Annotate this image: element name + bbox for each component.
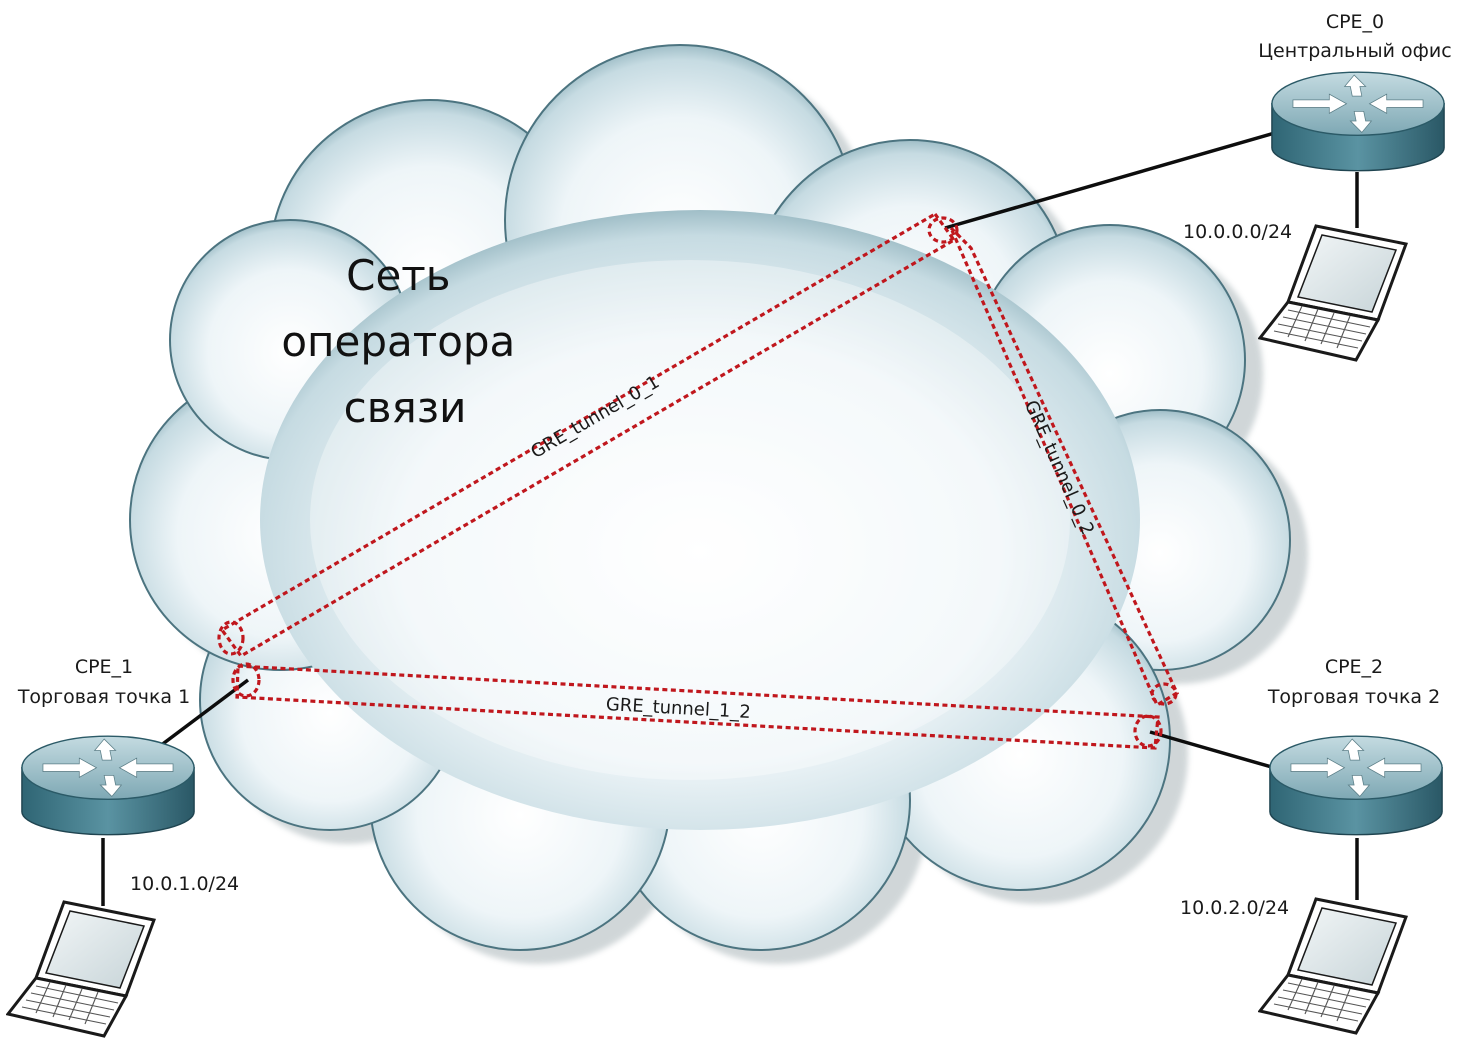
tunnel-1-2 [235,664,1160,750]
links [101,128,1359,906]
cpe2-subnet: 10.0.2.0/24 [1180,897,1289,919]
cloud-title-line-3: связи [344,383,467,432]
cpe0-node[interactable]: CPE_0 Центральный офис 10.0.0.0/24 [1183,11,1452,362]
cpe0-site: Центральный офис [1258,40,1451,62]
cpe1-site: Торговая точка 1 [17,686,190,708]
cpe2-node[interactable]: CPE_2 Торговая точка 2 10.0.2.0/24 [1180,656,1443,1035]
operator-cloud [129,44,1308,964]
tunnel-endpoint-cpe2-b [1133,714,1163,748]
cpe2-router-icon[interactable] [1269,735,1443,836]
tunnel-endpoint-cpe1-b [231,662,261,698]
link-cpe0-uplink [944,128,1286,230]
tunnel-endpoint-cpe0 [927,216,959,244]
cloud-title-line-2: оператора [281,317,515,366]
tunnel-0-2 [949,226,1180,708]
cpe1-subnet: 10.0.1.0/24 [130,873,239,895]
cpe1-laptop-icon[interactable] [6,900,156,1038]
link-cpe1-uplink [150,678,250,754]
cpe0-name: CPE_0 [1326,11,1384,33]
cpe0-laptop-icon[interactable] [1258,224,1408,362]
tunnel-endpoint-cpe1-a [217,620,245,656]
tunnel-0-1 [219,211,957,659]
cpe2-site: Торговая точка 2 [1267,686,1440,708]
cpe2-laptop-icon[interactable] [1258,897,1408,1035]
tunnel-endpoint-cpe2-a [1150,682,1178,706]
gre-tunnels [217,211,1180,750]
cloud-title: Сеть оператора связи [281,251,528,432]
cpe2-name: CPE_2 [1325,656,1383,678]
link-cpe2-uplink [1149,730,1276,770]
cpe0-router-icon[interactable] [1271,71,1445,172]
cpe0-subnet: 10.0.0.0/24 [1183,221,1292,243]
cpe1-router-icon[interactable] [21,735,195,836]
cpe1-node[interactable]: CPE_1 Торговая точка 1 10.0.1.0/24 [6,656,239,1038]
cpe1-name: CPE_1 [75,656,133,678]
cloud-title-line-1: Сеть [346,251,450,300]
